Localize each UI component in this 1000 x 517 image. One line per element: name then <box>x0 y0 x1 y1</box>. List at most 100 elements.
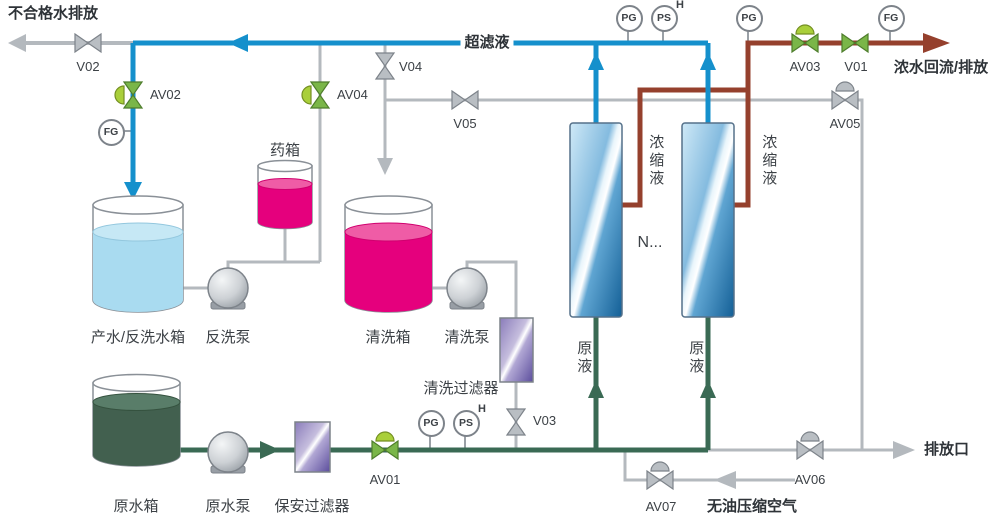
label-valve-v05: V05 <box>453 115 477 131</box>
tank-rim <box>344 195 433 215</box>
flow-gauge-concentrate: FG <box>877 4 905 32</box>
label-valve-av01: AV01 <box>369 471 401 487</box>
tank-liquid-surface <box>92 222 184 242</box>
pipe-cleaning-pump-discharge <box>465 260 518 318</box>
valve-av03 <box>791 24 819 54</box>
label-valve-av03: AV03 <box>789 58 821 74</box>
backwash-pump <box>207 267 249 310</box>
pressure-switch-feed: PS <box>452 409 480 437</box>
tank-liquid <box>258 184 312 229</box>
valve-av05 <box>831 81 859 111</box>
valve-body <box>451 89 479 111</box>
raw-water-tank <box>92 373 181 467</box>
valve-body <box>374 52 396 80</box>
label-valve-av04: AV04 <box>337 86 368 102</box>
raw-water-pump <box>207 431 249 474</box>
label-drain-outlet: 排放口 <box>924 440 970 458</box>
label-ultrafiltrate-line: 超滤液 <box>460 34 514 52</box>
valve-body <box>646 469 674 491</box>
valve-body <box>122 81 144 109</box>
valve-v01 <box>841 32 869 54</box>
valve-actuator-dome <box>114 85 125 105</box>
tank-rim <box>92 195 184 215</box>
valve-body <box>371 439 399 461</box>
label-concentrate-2: 浓缩液 <box>760 134 778 188</box>
label-valve-av02: AV02 <box>150 86 181 102</box>
product-backwash-tank <box>92 195 184 313</box>
cleaning-pump <box>446 267 488 310</box>
chemical-tank <box>257 159 313 230</box>
security-filter <box>294 421 331 473</box>
tank-rim <box>92 373 181 393</box>
label-raw-water-tank: 原水箱 <box>113 497 159 515</box>
arrow-compressed-air <box>714 471 736 489</box>
valve-av02 <box>114 81 144 109</box>
label-valve-v04: V04 <box>399 58 423 74</box>
high-alarm-flag-permeate: H <box>676 0 684 11</box>
valve-body <box>791 32 819 54</box>
label-concentrate-return: 浓水回流/排放 <box>893 58 989 76</box>
valve-v05 <box>451 89 479 111</box>
flow-gauge-product: FG <box>97 118 125 146</box>
arrow-permeate-up-1 <box>588 52 604 70</box>
cleaning-tank <box>344 195 433 313</box>
valve-v02 <box>74 32 102 54</box>
label-raw-water-pump: 原水泵 <box>205 497 251 515</box>
valve-body <box>796 439 824 461</box>
valve-body <box>309 81 331 109</box>
valve-body <box>505 408 527 436</box>
ultrafiltrate-pipes <box>124 34 716 200</box>
pressure-switch-permeate: PS <box>650 4 678 32</box>
arrow-v04-down <box>377 158 393 175</box>
pipe-membrane1-concentrate <box>622 87 748 208</box>
tank-liquid-surface <box>257 178 313 190</box>
valve-body <box>841 32 869 54</box>
arrow-permeate-up-2 <box>700 52 716 70</box>
tank-liquid-surface <box>344 222 433 242</box>
valve-v04 <box>374 52 396 80</box>
tank-liquid-surface <box>92 393 181 411</box>
arrow-unqualified-discharge <box>8 34 26 52</box>
valve-av06 <box>796 431 824 461</box>
arrow-feed-up-1 <box>588 380 604 398</box>
arrow-drain-outlet <box>893 441 915 459</box>
valve-actuator-dome <box>795 24 815 35</box>
pump-icon <box>207 267 249 309</box>
arrow-tank-fill-down <box>124 182 142 200</box>
label-cleaning-pump: 清洗泵 <box>444 328 490 346</box>
label-product-backwash-tank: 产水/反洗水箱 <box>90 328 186 346</box>
pressure-gauge-permeate: PG <box>615 4 643 32</box>
valve-av07 <box>646 461 674 491</box>
pressure-gauge-feed: PG <box>417 409 445 437</box>
valve-body <box>831 89 859 111</box>
label-unqualified-water-discharge: 不合格水排放 <box>8 4 99 22</box>
label-feed-2: 原液 <box>687 340 705 376</box>
valve-actuator-dome <box>835 81 855 92</box>
pipe-drain-header <box>385 98 864 450</box>
concentrate-pipes <box>622 33 950 208</box>
label-feed-1: 原液 <box>575 340 593 376</box>
tank-rim <box>257 159 313 173</box>
gauge-stems <box>121 28 891 450</box>
pipe-compressed-air <box>623 450 795 482</box>
pipe-membrane2-concentrate <box>734 40 923 208</box>
valve-v03 <box>505 408 527 436</box>
label-valve-v03: V03 <box>533 412 557 428</box>
arrow-concentrate-return <box>923 33 950 53</box>
valve-actuator-dome <box>650 461 670 472</box>
arrow-feed-up-2 <box>700 380 716 398</box>
valve-actuator-dome <box>800 431 820 442</box>
valve-actuator-dome <box>375 431 395 442</box>
label-cleaning-filter: 清洗过滤器 <box>423 379 499 397</box>
pump-icon <box>446 267 488 309</box>
pump-icon <box>207 431 249 473</box>
label-valve-av06: AV06 <box>794 471 826 487</box>
label-valve-av05: AV05 <box>829 115 861 131</box>
cleaning-filter <box>499 317 534 383</box>
label-chemical-tank: 药箱 <box>269 141 301 159</box>
label-concentrate-1: 浓缩液 <box>647 134 665 188</box>
valve-actuator-dome <box>301 85 312 105</box>
uf-membrane-2 <box>681 122 735 318</box>
